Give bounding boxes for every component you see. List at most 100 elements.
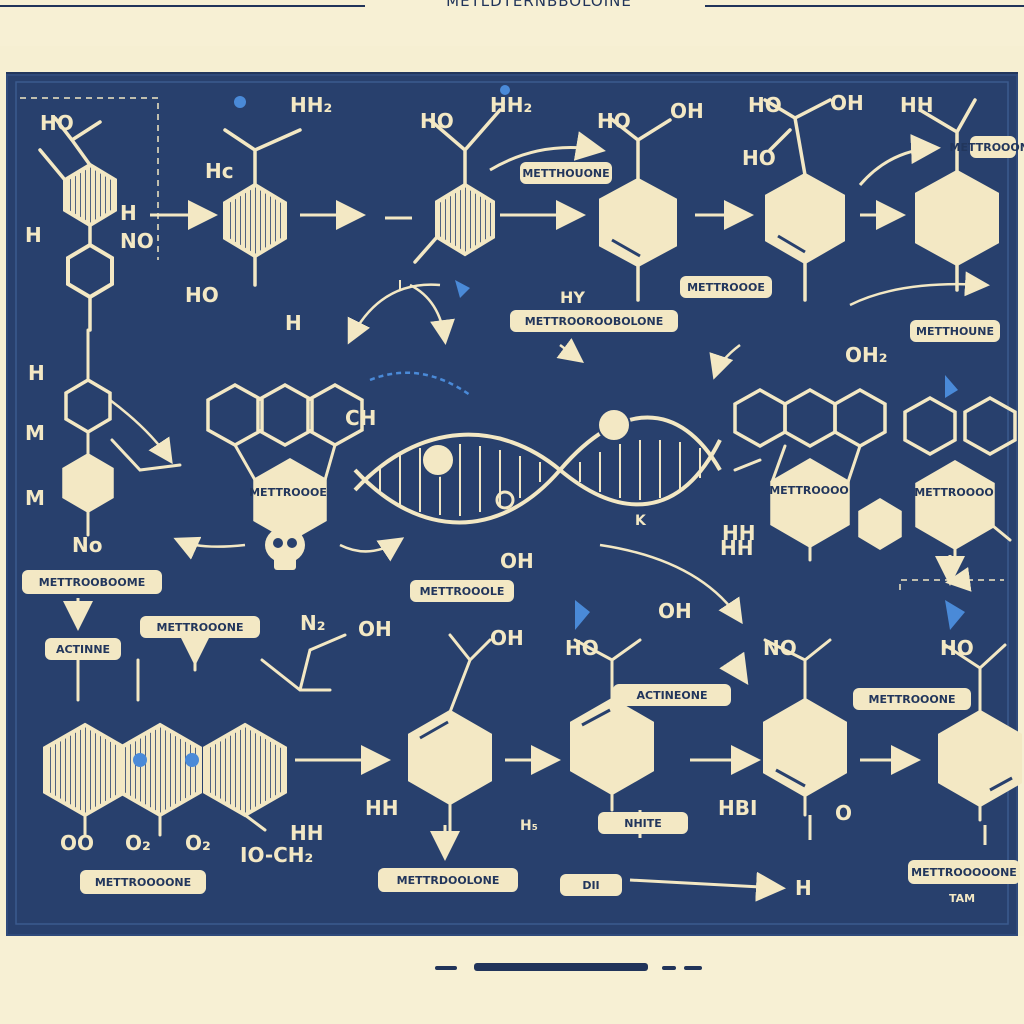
ring-i4 <box>938 709 1022 808</box>
ring-d1 <box>64 377 112 435</box>
label-e4: IO-CH₂ <box>240 843 313 867</box>
ring-i3 <box>763 697 847 798</box>
label-b2: HH₂ <box>490 93 532 117</box>
label-a2: H <box>25 223 42 247</box>
header-rule-right <box>705 5 1024 7</box>
ring-a2 <box>66 242 114 300</box>
dashed-outline-top-left <box>20 97 159 260</box>
label-e10: HH <box>720 536 753 560</box>
label-c8: CH <box>345 406 376 430</box>
ring-f3 <box>833 387 887 449</box>
footer-dash-2 <box>662 966 676 970</box>
ring-g1 <box>903 395 957 457</box>
highlight-dot-1 <box>133 753 147 767</box>
tag-9: METTROOBOOME <box>39 576 145 589</box>
ring-f1 <box>733 387 787 449</box>
tag-11: METTROOONE <box>157 621 244 634</box>
label-d9: HO <box>940 636 974 660</box>
tag-1: METTHOUONE <box>522 167 609 180</box>
label-d10: HH <box>722 521 755 545</box>
ring-i1 <box>408 709 492 806</box>
skull-icon <box>265 527 305 570</box>
footer-strip <box>0 936 1024 1024</box>
tag-18: METTROOOOONE <box>911 866 1017 879</box>
inner-frame <box>15 81 1009 925</box>
label-b1: HO <box>420 109 454 133</box>
label-a5: H <box>120 201 137 225</box>
ring-i2 <box>570 697 654 796</box>
tag-19: TAM <box>949 892 975 905</box>
label-e3: O₂ <box>185 831 211 855</box>
ring-d2 <box>62 452 114 514</box>
tag-2: METTROOOE <box>687 281 765 294</box>
ring-f2 <box>783 387 837 449</box>
label-d1: K <box>635 513 647 529</box>
tag-7: METTROOOO <box>769 484 849 497</box>
label-b5: HO <box>748 93 782 117</box>
ring-h2 <box>118 722 202 818</box>
footer-dash-1 <box>435 966 457 970</box>
ring-c3 <box>915 169 999 267</box>
ring-e2 <box>256 382 314 448</box>
ring-g4 <box>858 497 902 551</box>
dna-helix <box>353 371 722 525</box>
label-a7: H <box>285 311 302 335</box>
label-e1: OO <box>60 831 94 855</box>
header-rule-left <box>0 5 365 7</box>
ring-b1 <box>223 182 287 259</box>
footer-dash-3 <box>684 966 702 970</box>
tag-4: METTROOONE <box>950 141 1024 154</box>
label-e6: H₅ <box>520 818 538 834</box>
label-a6: HO <box>185 283 219 307</box>
label-b7: HH <box>900 93 933 117</box>
label-a4: HH₂ <box>290 93 332 117</box>
label-d5: HO <box>565 636 599 660</box>
label-d6: OH <box>490 626 524 650</box>
label-b3: HO <box>597 109 631 133</box>
tag-3: METTROOROOBOLONE <box>525 315 664 328</box>
label-b8: HO <box>742 146 776 170</box>
tag-8: METTROOOLE <box>420 585 505 598</box>
label-a1: HO <box>40 111 74 135</box>
tag-13: METTROOONE <box>869 693 956 706</box>
ring-b2 <box>435 182 495 257</box>
tag-17: DII <box>582 879 599 892</box>
ring-c2 <box>765 172 845 265</box>
ring-c1 <box>599 177 677 268</box>
ring-h1 <box>43 722 127 818</box>
label-d4: OH <box>358 617 392 641</box>
ring-a1 <box>63 162 117 228</box>
tag-10: ACTINNE <box>56 643 110 656</box>
ring-g3 <box>915 459 995 551</box>
ring-g2 <box>963 395 1017 457</box>
label-a3: Hc <box>205 159 234 183</box>
tag-5: METTHOUNE <box>916 325 994 338</box>
ring-f4 <box>770 457 850 549</box>
label-c6b: M <box>25 486 45 510</box>
footer-bar <box>474 963 648 971</box>
label-e8: O <box>835 801 852 825</box>
tag-14: METTROOOONE <box>95 876 191 889</box>
label-c4: H <box>28 361 45 385</box>
label-b6: OH <box>830 91 864 115</box>
tag-20: METTROOOO <box>914 486 994 499</box>
tag-16: NHITE <box>624 817 662 830</box>
tag-12: ACTINEONE <box>637 689 708 702</box>
label-c6: M <box>25 421 45 445</box>
label-e11: HH <box>290 821 323 845</box>
label-d7: NO <box>763 636 797 660</box>
label-d3: N₂ <box>300 611 326 635</box>
label-c3: OH₂ <box>845 343 888 367</box>
label-c1: HY <box>560 288 585 307</box>
label-a8: NO <box>120 229 154 253</box>
tag-group: METTHOUONE METTROOOE METTROOROOBOLONE ME… <box>22 136 1024 905</box>
label-e7: HBI <box>718 796 757 820</box>
label-e5: HH <box>365 796 398 820</box>
highlight-dot-2 <box>185 753 199 767</box>
ring-h3 <box>203 722 287 818</box>
label-d8: OH <box>658 599 692 623</box>
tag-6: METTROOOE <box>249 486 327 499</box>
page-title: METLDTERNBBOLOINE <box>446 0 632 10</box>
label-b4: OH <box>670 99 704 123</box>
